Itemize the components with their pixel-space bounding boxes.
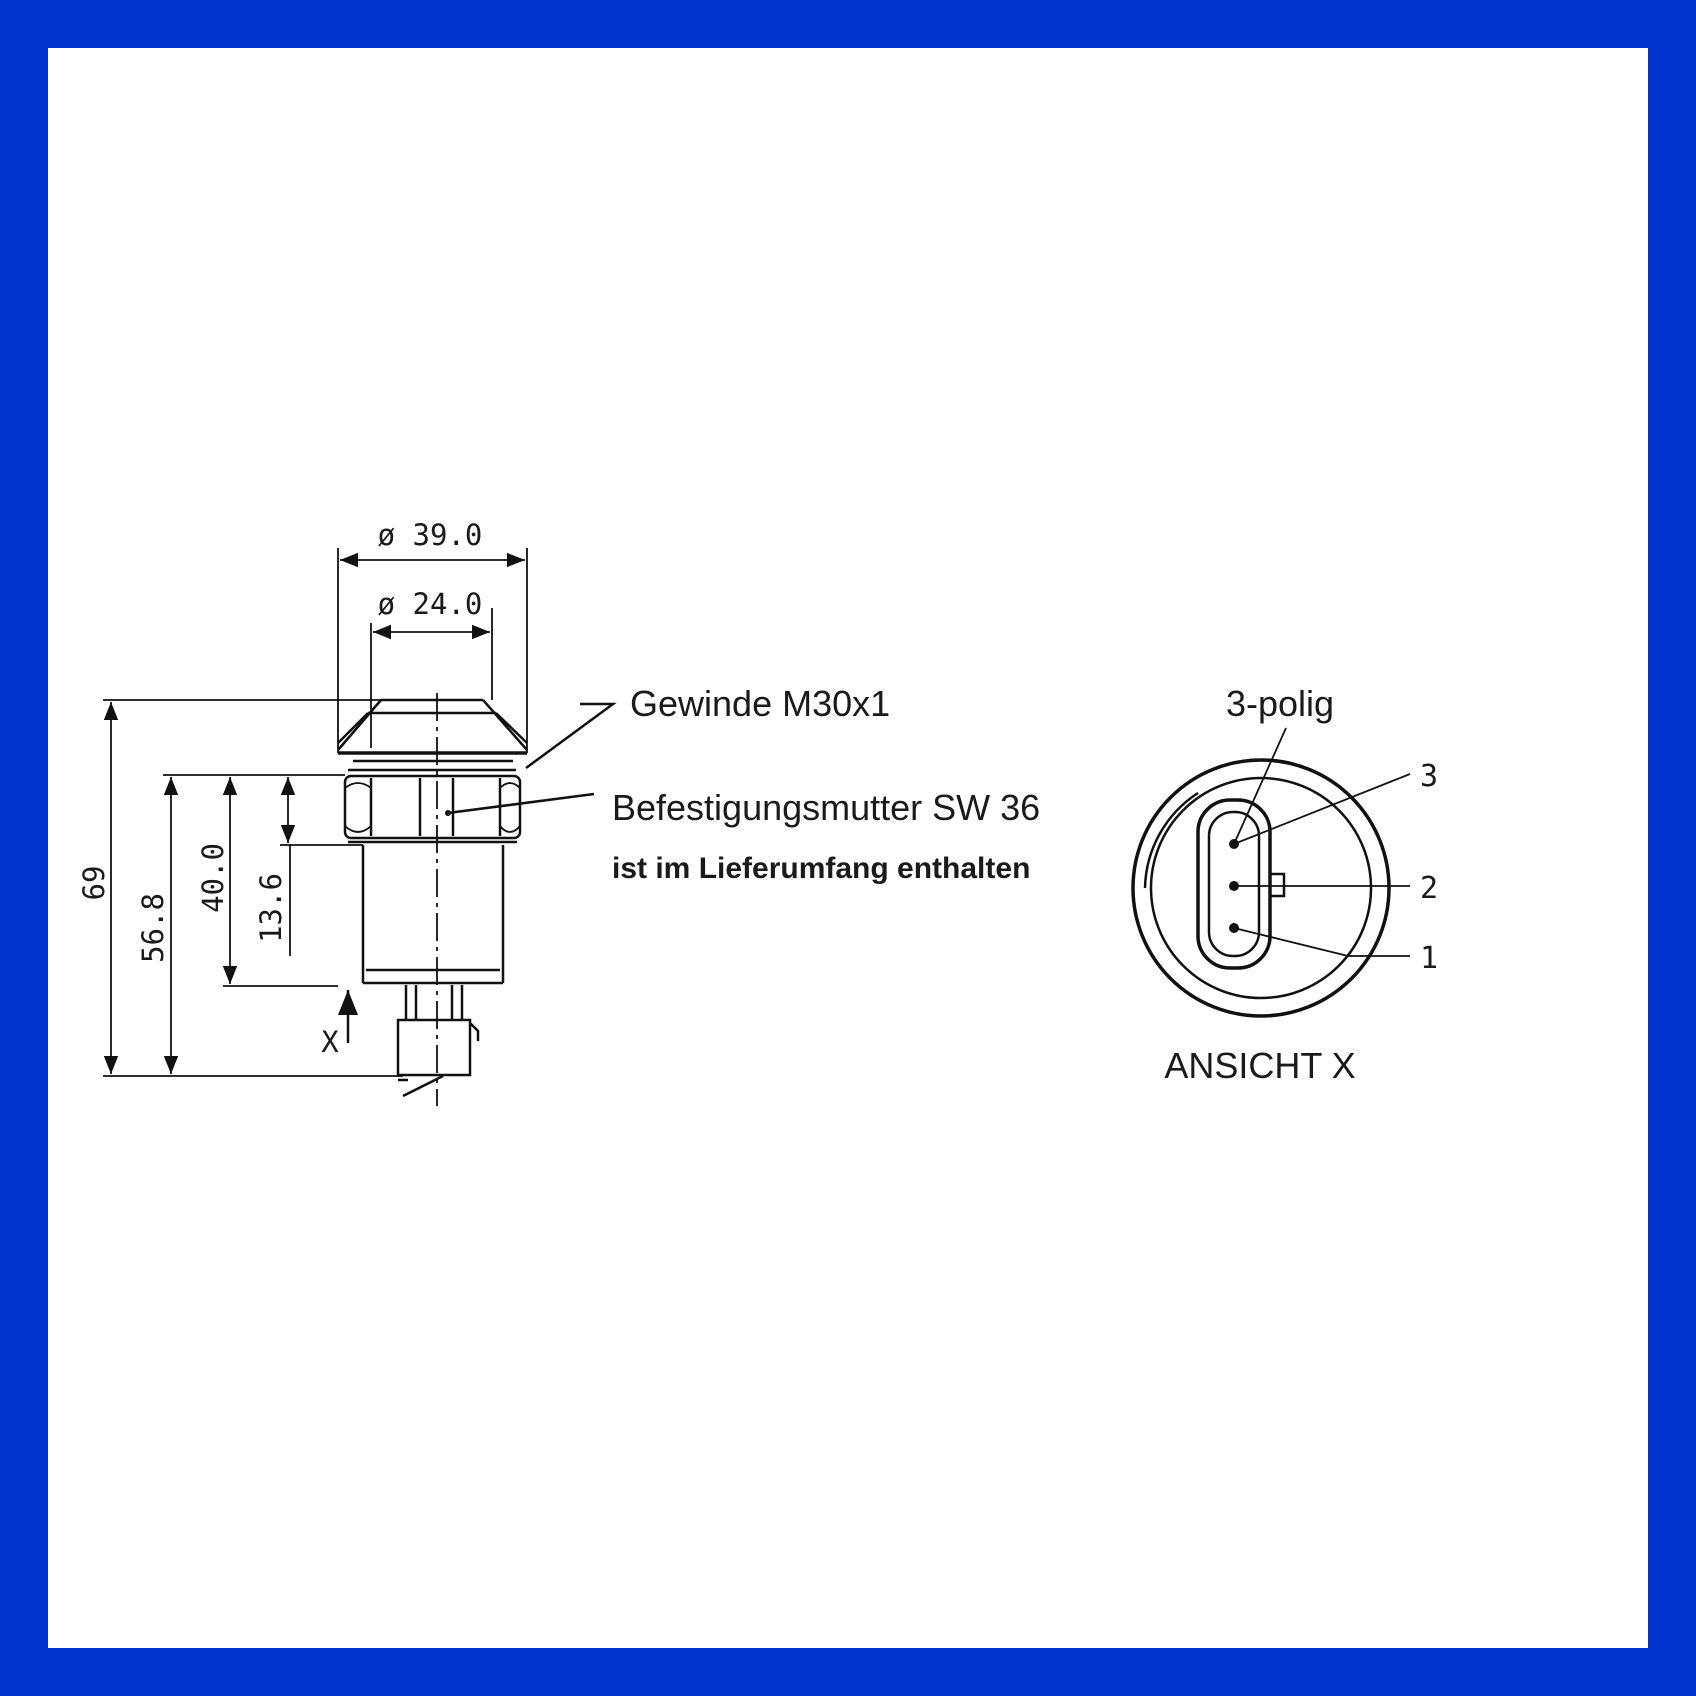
pin-2-label: 2 bbox=[1420, 871, 1438, 906]
height-56-label: 56.8 bbox=[136, 893, 170, 963]
pin-1-leader bbox=[1233, 927, 1410, 957]
pin-3-leader bbox=[1233, 773, 1411, 845]
pin-1-label: 1 bbox=[1420, 941, 1438, 976]
view-marker-x: X bbox=[321, 990, 358, 1059]
height-13-label: 13.6 bbox=[254, 873, 288, 943]
dimension-inner-diameter: ø 24.0 bbox=[370, 587, 493, 748]
view-marker-label: X bbox=[321, 1025, 339, 1059]
break-line bbox=[402, 1074, 444, 1098]
pole-leader bbox=[1233, 727, 1287, 845]
inner-diameter-label: ø 24.0 bbox=[378, 587, 483, 621]
dimension-outer-diameter: ø 39.0 bbox=[337, 518, 528, 753]
sensor-side-view: ø 39.0 ø 24.0 69 56.8 40.0 bbox=[77, 518, 528, 1106]
nut-leader-line bbox=[447, 792, 595, 815]
outer-diameter-label: ø 39.0 bbox=[378, 518, 483, 552]
view-caption: ANSICHT X bbox=[1164, 1045, 1355, 1086]
nut-callout-label: Befestigungsmutter SW 36 bbox=[612, 787, 1040, 828]
height-69-label: 69 bbox=[77, 866, 111, 901]
pin-housing-inner bbox=[1207, 810, 1261, 958]
connector-face-view: 3-polig 3 2 1 ANSICHT X bbox=[1131, 683, 1438, 1086]
drawing-sheet: ø 39.0 ø 24.0 69 56.8 40.0 bbox=[48, 48, 1648, 1648]
dimension-height-56: 56.8 bbox=[136, 777, 179, 1074]
sensor-body bbox=[361, 845, 505, 985]
dimension-height-40: 40.0 bbox=[196, 777, 238, 984]
dimension-total-height: 69 bbox=[77, 702, 119, 1074]
sensor-head bbox=[337, 698, 528, 772]
technical-drawing: ø 39.0 ø 24.0 69 56.8 40.0 bbox=[77, 518, 1438, 1106]
callouts: Gewinde M30x1 Befestigungsmutter SW 36 i… bbox=[445, 683, 1040, 885]
connector-outer-ring bbox=[1131, 758, 1391, 1018]
height-40-label: 40.0 bbox=[196, 843, 230, 913]
thread-callout-label: Gewinde M30x1 bbox=[630, 683, 890, 724]
connector-inner-ring bbox=[1149, 776, 1373, 1000]
thread-leader-line bbox=[525, 702, 617, 770]
fixing-nut bbox=[343, 774, 522, 844]
coding-key bbox=[1268, 872, 1286, 898]
nut-note-label: ist im Lieferumfang enthalten bbox=[612, 852, 1030, 885]
dimension-height-13: 13.6 bbox=[254, 777, 296, 956]
pole-count-label: 3-polig bbox=[1226, 683, 1334, 724]
pin-3-label: 3 bbox=[1420, 759, 1438, 794]
connector-plug bbox=[396, 985, 480, 1082]
